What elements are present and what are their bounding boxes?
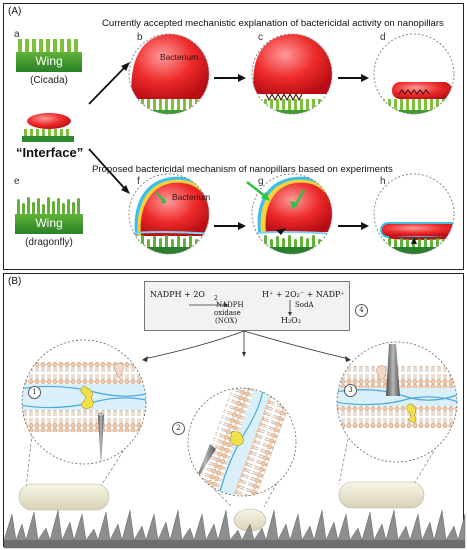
stage-b [128, 33, 210, 115]
label-h: h [380, 176, 386, 187]
eq-reactants: NADPH + 2O [150, 290, 205, 299]
reaction-arrows [142, 300, 351, 362]
bacterium-label-f: Bacterium [172, 192, 211, 202]
eq-products: H⁺ + 2O₂⁻ + NADP⁺ [262, 290, 345, 299]
wing-label-dragonfly: Wing [35, 216, 63, 230]
circle-1-marker: 1 [28, 386, 41, 399]
zoom-circle-1 [21, 339, 147, 465]
label-a: a [14, 29, 20, 40]
panel-a-drawing [15, 33, 455, 255]
label-c: c [258, 32, 263, 43]
panel-b: (B) NADPH + 2O 2 H⁺ + 2O₂⁻ + NADP⁺ NADPH… [3, 273, 466, 549]
panel-b-label: (B) [8, 276, 22, 287]
nanopillar-surface [3, 509, 466, 549]
eq-soda: SodA [295, 301, 314, 309]
interface-label: “Interface” [16, 145, 84, 160]
panel-a: (A) Currently accepted mechanistic expla… [3, 3, 464, 270]
cicada-label: (Cicada) [30, 75, 68, 86]
bacteria-capsules [18, 481, 425, 532]
label-d: d [380, 32, 386, 43]
label-f: f [137, 176, 140, 187]
label-g: g [258, 176, 264, 187]
branch-arrows [88, 62, 130, 194]
eq-h2o2: H₂O₂ [281, 316, 301, 325]
zoom-circle-3 [336, 341, 458, 463]
top-flow-arrows [214, 74, 369, 82]
dragonfly-label: (dragonfly) [25, 237, 73, 248]
stage-g [246, 173, 333, 255]
heading-current-mechanism: Currently accepted mechanistic explanati… [102, 18, 444, 29]
dragonfly-wing-block [15, 197, 83, 234]
panel-b-drawing [3, 300, 466, 549]
heading-proposed-mechanism: Proposed bactericidal mechanism of nanop… [92, 164, 393, 175]
zoom-circle-2 [187, 372, 297, 512]
label-e: e [14, 176, 20, 187]
eq-enzyme-2: oxidase [214, 309, 241, 317]
circle-3-marker: 3 [344, 384, 357, 397]
bottom-flow-arrows [214, 222, 369, 230]
cicada-wing-block [16, 39, 82, 72]
eq-enzyme-3: (NOX) [215, 317, 238, 325]
bacterium-label-b: Bacterium [160, 52, 199, 62]
stage-c [251, 33, 333, 115]
eq-o2-subscript: 2 [214, 295, 218, 302]
wing-label-cicada: Wing [35, 54, 63, 68]
stage-d [373, 33, 455, 115]
eq-enzyme-1: NADPH [216, 301, 244, 309]
stage-f [128, 173, 210, 255]
circle-2-marker: 2 [172, 422, 185, 435]
panel-a-label: (A) [8, 6, 22, 17]
reaction-box [144, 281, 350, 331]
interface-sketch [22, 113, 74, 142]
label-b: b [137, 32, 143, 43]
step-4-marker: 4 [355, 304, 368, 317]
